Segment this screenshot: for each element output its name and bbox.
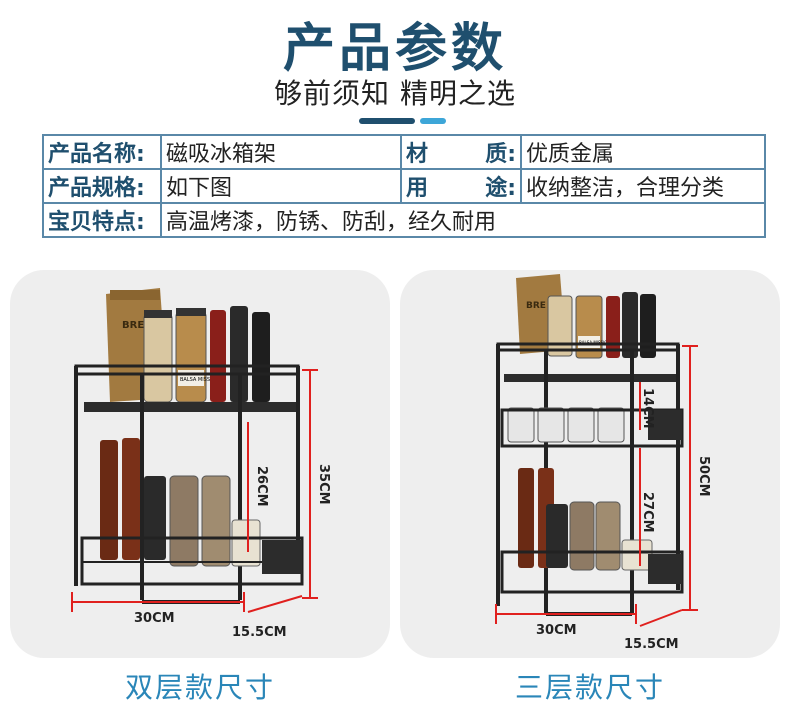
jar (621, 539, 653, 571)
param-key-char: 途: (485, 176, 516, 201)
side-bracket (262, 540, 302, 574)
bag-top (110, 290, 160, 300)
jar-label-text: BALSA MISSIONE (180, 377, 222, 383)
dim-line-depth (639, 609, 683, 627)
param-value: 磁吸冰箱架 (160, 134, 402, 170)
bottle (546, 504, 568, 568)
jar (547, 295, 573, 357)
bottle (144, 476, 166, 560)
decor-bar-light (420, 118, 446, 124)
page-title: 产品参数 (282, 19, 507, 79)
jar (569, 501, 595, 571)
param-value: 收纳整洁，合理分类 (520, 168, 766, 204)
param-value: 如下图 (160, 168, 402, 204)
dim-label-height: 50CM (696, 456, 711, 497)
jar (201, 475, 231, 567)
dim-label-height: 35CM (316, 464, 331, 505)
jar (231, 519, 261, 567)
product-card-triple: BRE STY BALSA MISSIONE (400, 270, 780, 658)
param-key: 材 质: (400, 134, 522, 170)
dim-label-gap: 26CM (254, 466, 269, 507)
bag-print: BRE STY (526, 301, 569, 311)
dim-label-width: 30CM (536, 623, 577, 638)
dim-label-depth: 15.5CM (624, 637, 679, 652)
spice-jar (507, 407, 535, 443)
decor-bar-dark (359, 118, 415, 124)
jar (143, 313, 173, 403)
bottle (100, 440, 118, 560)
product-card-double: BRE STY BALSA MISSIONE 30CM (10, 270, 390, 658)
dim-label-width: 30CM (134, 611, 175, 626)
bottle (622, 292, 638, 358)
params-table: 产品名称: 磁吸冰箱架 材 质: 优质金属 产品规格: 如下图 用 途: 收纳整洁，… (42, 134, 766, 238)
param-key: 宝贝特点: (42, 202, 162, 238)
params-row: 产品规格: 如下图 用 途: 收纳整洁，合理分类 (42, 168, 766, 204)
spice-jar (537, 407, 565, 443)
params-row: 宝贝特点: 高温烤漆，防锈、防刮，经久耐用 (42, 202, 766, 238)
bottle (210, 310, 226, 402)
jar (595, 501, 621, 571)
side-bracket (648, 554, 682, 584)
param-key-char: 用 (406, 176, 429, 201)
bottle (230, 306, 248, 402)
param-key: 用 途: (400, 168, 522, 204)
spice-jar (567, 407, 595, 443)
dim-label-gap-bottom: 27CM (640, 492, 655, 533)
bottle (640, 294, 656, 358)
double-rack-illustration: BRE STY BALSA MISSIONE 30CM (71, 288, 331, 640)
shelf-top (504, 374, 678, 382)
jar-lid (144, 310, 172, 318)
jar (175, 311, 207, 403)
shelf-top (84, 402, 298, 412)
jar (169, 475, 199, 567)
param-key-char: 材 (406, 142, 429, 167)
param-key: 产品规格: (42, 168, 162, 204)
caption-double: 双层款尺寸 (124, 671, 275, 704)
spice-jar (597, 407, 625, 443)
caption-triple: 三层款尺寸 (514, 671, 665, 704)
dim-line-depth (247, 595, 303, 613)
bottle (252, 312, 270, 402)
bottle (518, 468, 534, 568)
param-key: 产品名称: (42, 134, 162, 170)
page-subtitle: 够前须知 精明之选 (274, 77, 516, 110)
triple-rack-illustration: BRE STY BALSA MISSIONE (495, 274, 711, 652)
side-bracket (648, 410, 682, 440)
dim-label-depth: 15.5CM (232, 625, 287, 640)
bottle (122, 438, 140, 560)
dim-label-gap-top: 14CM (640, 388, 655, 429)
param-value: 优质金属 (520, 134, 766, 170)
jar-lid (176, 308, 206, 316)
param-key-char: 质: (485, 142, 516, 167)
param-value: 高温烤漆，防锈、防刮，经久耐用 (160, 202, 766, 238)
params-row: 产品名称: 磁吸冰箱架 材 质: 优质金属 (42, 134, 766, 170)
